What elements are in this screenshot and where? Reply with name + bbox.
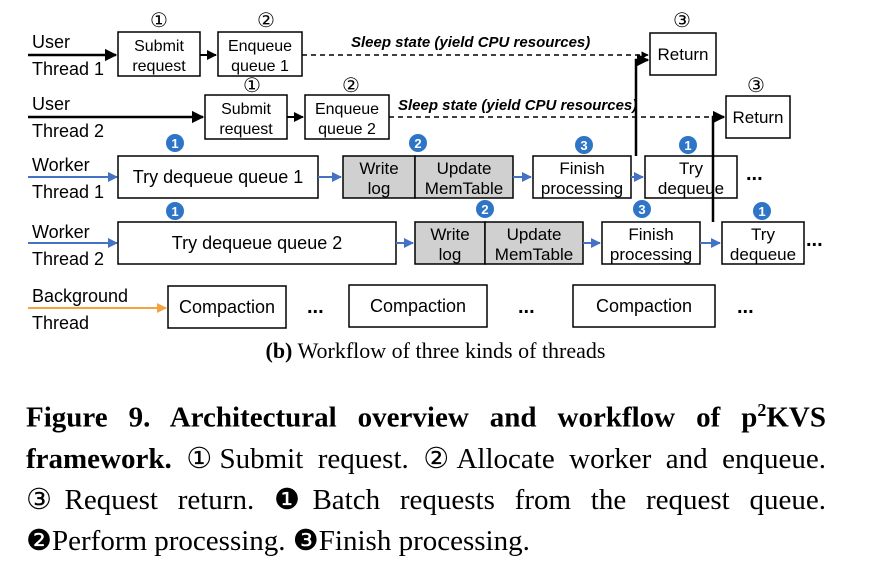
worker2-finish-box — [601, 221, 701, 265]
worker2-try-dequeue-line2: dequeue — [730, 245, 796, 264]
worker2-try-dequeue-line1: Try — [751, 225, 775, 244]
worker2-write-log-box — [414, 221, 486, 265]
background-ellipsis-2: ... — [518, 296, 535, 318]
worker2-try-dequeue-box — [721, 221, 805, 265]
worker1-ellipsis: ... — [746, 163, 763, 185]
worker2-return-line — [711, 110, 726, 222]
worker2-update-memtable-line2: MemTable — [495, 245, 573, 264]
worker2-update-memtable-box — [484, 221, 584, 265]
compaction-label-1: Compaction — [179, 297, 275, 317]
compaction-label-3: Compaction — [596, 296, 692, 316]
svg-text:3: 3 — [580, 138, 587, 153]
user2-sleep-label: Sleep state (yield CPU resources) — [398, 97, 637, 114]
worker1-marker-1: 1 — [166, 134, 184, 152]
user1-return-box — [649, 32, 717, 76]
user2-return-label: Return — [732, 108, 783, 127]
svg-text:1: 1 — [684, 138, 691, 153]
figure-caption-superscript: 2 — [757, 400, 767, 420]
user1-submit-line1: Submit — [134, 38, 184, 55]
user1-enqueue-line1: Enqueue — [228, 38, 292, 55]
user2-submit-box — [204, 94, 288, 140]
worker1-write-log-line2: log — [368, 179, 391, 198]
user2-marker-2: ② — [342, 75, 360, 97]
user1-return-label: Return — [657, 45, 708, 64]
worker-thread-1-label-line1: Worker — [32, 155, 90, 175]
user2-return-box — [725, 95, 791, 139]
worker2-finish-line2: processing — [610, 245, 692, 264]
user1-submit-line2: request — [132, 58, 186, 75]
user2-submit-line1: Submit — [221, 101, 271, 118]
worker2-marker-1: 1 — [166, 202, 184, 220]
user-thread-2-label-line2: Thread 2 — [32, 121, 104, 141]
sub-caption-text: Workflow of three kinds of threads — [292, 338, 606, 363]
worker1-try-dequeue-line1: Try — [679, 159, 703, 178]
user1-marker-1: ① — [150, 10, 168, 32]
figure-caption: Figure 9. Architectural overview and wor… — [26, 390, 826, 562]
worker1-finish-box — [532, 155, 632, 199]
user2-enqueue-line1: Enqueue — [315, 101, 379, 118]
background-ellipsis-1: ... — [307, 296, 324, 318]
worker2-marker-2: 2 — [476, 200, 494, 218]
worker1-marker-1b: 1 — [679, 136, 697, 154]
user2-marker-1: ① — [243, 75, 261, 97]
worker1-return-line — [634, 53, 650, 156]
compaction-box-3 — [572, 284, 716, 328]
svg-text:1: 1 — [758, 204, 765, 219]
worker1-try-dequeue-q1-box — [117, 155, 319, 199]
worker2-ellipsis: ... — [806, 229, 823, 251]
user1-marker-3: ③ — [673, 10, 691, 32]
user1-enqueue-line2: queue 1 — [231, 58, 289, 75]
workflow-diagram: User Thread 1 User Thread 2 Worker Threa… — [28, 10, 823, 333]
worker2-write-log-line2: log — [439, 245, 462, 264]
worker1-write-log-box — [342, 155, 416, 199]
worker1-finish-line1: Finish — [559, 159, 604, 178]
background-thread-label-line2: Thread — [32, 313, 89, 333]
worker1-marker-3: 3 — [575, 136, 593, 154]
worker1-try-dequeue-box — [644, 155, 738, 199]
svg-text:2: 2 — [481, 202, 488, 217]
compaction-box-1 — [167, 285, 287, 329]
figure-caption-body: ①Submit request. ②Allocate worker and en… — [26, 442, 826, 557]
worker2-write-log-line1: Write — [430, 225, 469, 244]
figure-caption-title-1: Figure 9. Architectural overview and wor… — [26, 401, 758, 434]
user-thread-1-label-line1: User — [32, 32, 70, 52]
svg-text:2: 2 — [414, 136, 421, 151]
sub-caption-prefix: (b) — [265, 338, 293, 363]
compaction-box-2 — [348, 284, 488, 328]
background-ellipsis-3: ... — [737, 296, 754, 318]
worker2-update-memtable-line1: Update — [507, 225, 562, 244]
svg-text:1: 1 — [171, 204, 178, 219]
user1-sleep-label: Sleep state (yield CPU resources) — [351, 34, 590, 51]
worker-thread-2-label-line1: Worker — [32, 222, 90, 242]
worker2-try-dequeue-q2-label: Try dequeue queue 2 — [172, 233, 342, 253]
worker1-write-log-line1: Write — [359, 159, 398, 178]
worker1-update-memtable-line1: Update — [437, 159, 492, 178]
worker2-finish-line1: Finish — [628, 225, 673, 244]
worker1-try-dequeue-q1-label: Try dequeue queue 1 — [133, 167, 303, 187]
worker1-update-memtable-line2: MemTable — [425, 179, 503, 198]
user-thread-2-label-line1: User — [32, 94, 70, 114]
user1-enqueue-box — [217, 31, 303, 77]
figure-caption-title-2: KVS framework. — [26, 401, 826, 475]
user1-marker-2: ② — [257, 10, 275, 32]
svg-text:3: 3 — [638, 202, 645, 217]
user2-enqueue-box — [304, 94, 390, 140]
worker1-try-dequeue-line2: dequeue — [658, 179, 724, 198]
compaction-label-2: Compaction — [370, 296, 466, 316]
worker1-finish-line2: processing — [541, 179, 623, 198]
sub-caption: (b) Workflow of three kinds of threads — [0, 338, 871, 364]
user2-enqueue-line2: queue 2 — [318, 121, 376, 138]
user2-submit-line2: request — [219, 121, 273, 138]
worker-thread-1-label-line2: Thread 1 — [32, 182, 104, 202]
background-thread-label-line1: Background — [32, 286, 128, 306]
worker2-marker-1b: 1 — [753, 202, 771, 220]
worker1-marker-2: 2 — [409, 134, 427, 152]
user-thread-1-label-line2: Thread 1 — [32, 59, 104, 79]
worker-thread-2-label-line2: Thread 2 — [32, 249, 104, 269]
user2-marker-3: ③ — [747, 75, 765, 97]
worker2-marker-3: 3 — [633, 200, 651, 218]
svg-text:1: 1 — [171, 136, 178, 151]
